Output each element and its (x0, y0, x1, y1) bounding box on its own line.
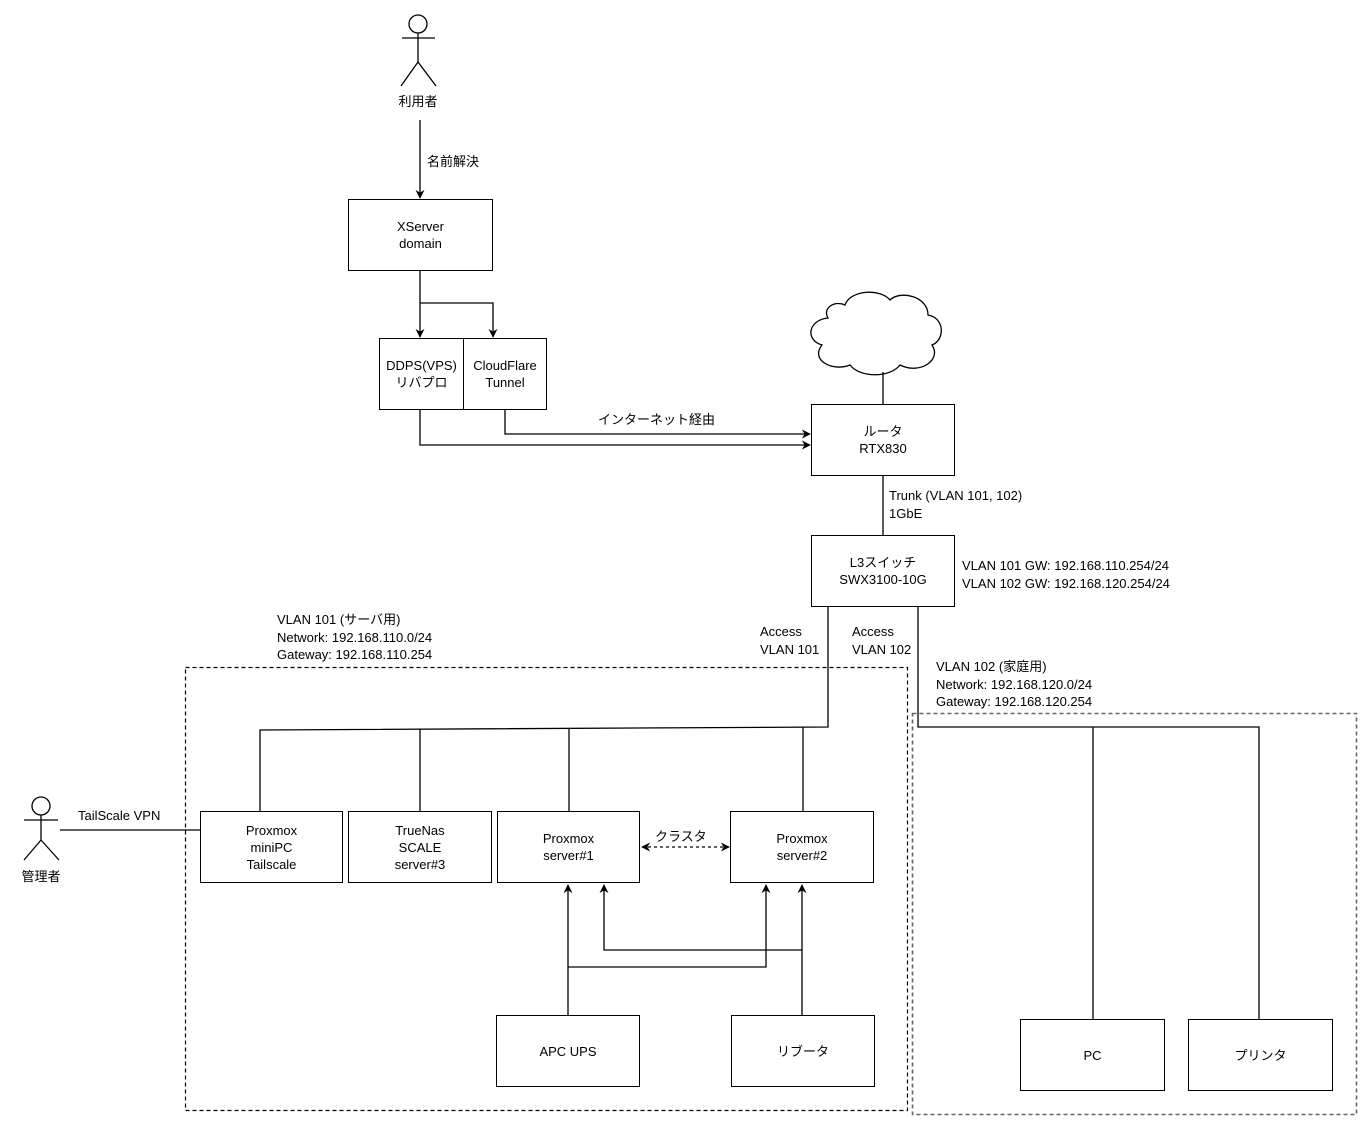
name-resolution-label: 名前解決 (427, 154, 480, 169)
proxmox-server1-node[interactable]: Proxmox server#1 (497, 811, 640, 883)
internet-cloud-icon (810, 291, 942, 376)
vlan102-group-label: VLAN 102 (家庭用) Network: 192.168.120.0/24… (936, 658, 1092, 711)
cloudflare-tunnel-node[interactable]: CloudFlare Tunnel (463, 338, 547, 410)
switch-gateways-label: VLAN 101 GW: 192.168.110.254/24 VLAN 102… (962, 558, 1170, 591)
vlan102-gateway: Gateway: 192.168.120.254 (936, 694, 1093, 709)
tailscale-vpn-label: TailScale VPN (78, 808, 161, 823)
router-node[interactable]: ルータ RTX830 (811, 404, 955, 476)
pc-node[interactable]: PC (1020, 1019, 1165, 1091)
printer-node[interactable]: プリンタ (1188, 1019, 1333, 1091)
vlan102-bus-line (917, 607, 1260, 1019)
xserver-cloudflare-arrow (420, 302, 498, 338)
truenas-node[interactable]: TrueNas SCALE server#3 (348, 811, 492, 883)
apc-ups-node[interactable]: APC UPS (496, 1015, 640, 1087)
proxmox-server2-node[interactable]: Proxmox server#2 (730, 811, 874, 883)
cluster-label: クラスタ (655, 829, 707, 844)
vlan101-group-border (184, 666, 909, 1112)
repeater-node[interactable]: リブータ (731, 1015, 875, 1087)
access-vlan102-label: Access VLAN 102 (852, 624, 912, 657)
vlan101-network: Network: 192.168.110.0/24 (277, 629, 433, 645)
via-internet-label: インターネット経由 (598, 412, 716, 427)
user-actor-icon (400, 14, 437, 87)
admin-actor-icon (23, 796, 60, 861)
vlan102-group-border (911, 712, 1358, 1116)
cloudflare-router-arrow (504, 410, 811, 439)
xserver-domain-node[interactable]: XServer domain (348, 199, 493, 271)
vlan101-bus-line (259, 607, 829, 811)
vlan102-title: VLAN 102 (家庭用) (936, 659, 1047, 674)
vlan102-network: Network: 192.168.120.0/24 (936, 676, 1093, 692)
access-vlan101-label: Access VLAN 101 (760, 624, 820, 657)
ddps-vps-node[interactable]: DDPS(VPS) リバプロ (379, 338, 464, 410)
admin-actor-label: 管理者 (21, 869, 61, 884)
ups-server2-arrow (568, 884, 771, 968)
vlan101-title: VLAN 101 (サーバ用) (277, 612, 401, 627)
vlan101-group-label: VLAN 101 (サーバ用) Network: 192.168.110.0/2… (277, 611, 432, 664)
trunk-label: Trunk (VLAN 101, 102) 1GbE (889, 488, 1023, 521)
user-actor-label: 利用者 (398, 94, 438, 109)
l3-switch-node[interactable]: L3スイッチ SWX3100-10G (811, 535, 955, 607)
vlan101-gateway: Gateway: 192.168.110.254 (277, 647, 433, 662)
repeater-server1-arrow (599, 884, 802, 951)
ddps-router-arrow (419, 410, 811, 450)
proxmox-minipc-node[interactable]: Proxmox miniPC Tailscale (200, 811, 343, 883)
